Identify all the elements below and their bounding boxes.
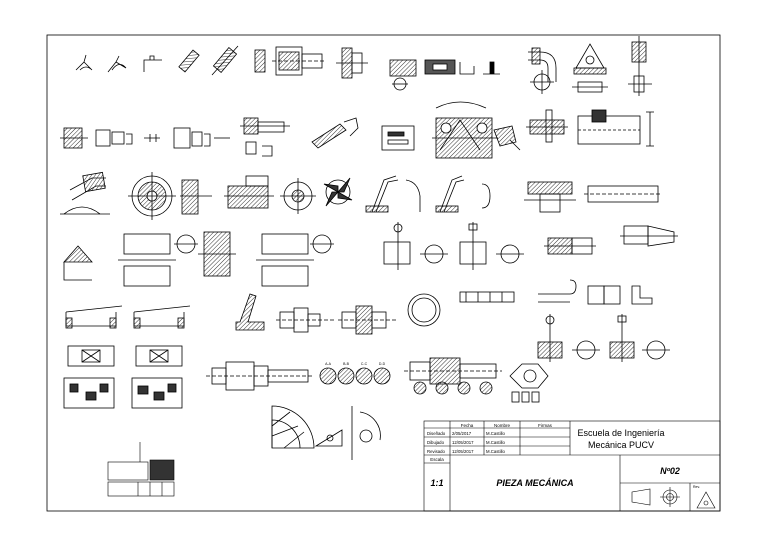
bearing-housing-row2 — [60, 127, 230, 149]
pipe-elbow-top — [528, 47, 557, 94]
row-date: 2/05/2017 — [452, 431, 472, 436]
rev-label: Rev. — [693, 485, 700, 489]
sheet-border — [46, 34, 721, 512]
scale-label: Escala — [430, 457, 444, 462]
bolt-strip — [459, 291, 515, 303]
school-line-2: Mecánica PUCV — [588, 440, 654, 450]
angled-brackets — [365, 175, 491, 213]
flange-detail — [336, 47, 368, 79]
sector-flange — [271, 405, 381, 460]
screw-clamp — [526, 109, 568, 143]
cross-shaft-detail — [537, 314, 670, 362]
beam-sections — [524, 181, 662, 213]
plate-with-slots — [381, 125, 415, 151]
cross-bolts — [383, 222, 524, 270]
valve-body — [224, 175, 316, 214]
sheet-number: Nº02 — [660, 466, 680, 476]
hatched-pins — [178, 45, 266, 76]
part-name: PIEZA MECÁNICA — [496, 478, 573, 488]
gearbox-views — [67, 345, 183, 367]
row-date: 12/05/2017 — [452, 440, 474, 445]
t-fitting — [240, 117, 290, 157]
shaft-with-sections — [404, 357, 549, 403]
school-line-1: Escuela de Ingeniería — [577, 428, 664, 438]
bracket-angled-base — [235, 293, 265, 331]
row-label: Diseñado — [427, 431, 446, 436]
wheel-hub — [128, 172, 212, 220]
hook-and-blocks — [538, 279, 653, 305]
row-name: M.Castillo — [486, 440, 505, 445]
bracket-triangle — [572, 43, 608, 93]
rail-block — [577, 109, 654, 147]
row-name: M.Castillo — [486, 431, 505, 436]
shaft-shoulders — [276, 293, 441, 335]
title-block — [423, 420, 721, 512]
vertical-clamp — [628, 36, 652, 96]
section-label-a: A-A — [325, 362, 332, 366]
pipe-bend-left — [60, 171, 110, 215]
mini-title-block — [107, 442, 175, 497]
section-label-d: D-D — [379, 362, 386, 366]
bolt-assembly — [272, 46, 326, 76]
row-name: M.Castillo — [486, 449, 505, 454]
row-date: 12/05/2017 — [452, 449, 474, 454]
section-label-b: B-B — [343, 362, 350, 366]
section-label-c: C-C — [361, 362, 368, 366]
row-label: Dibujado — [427, 440, 445, 445]
long-shaft — [206, 361, 312, 391]
assembly-icons — [63, 377, 183, 409]
section-circles-AD — [319, 367, 391, 385]
header-nombre: Nombre — [494, 423, 511, 428]
coupling-left — [63, 231, 334, 287]
angled-pin — [311, 117, 359, 149]
fan-impeller — [323, 177, 353, 207]
row-label: Revisado — [427, 449, 446, 454]
exploded-mechanism — [432, 101, 521, 159]
scale-value: 1:1 — [430, 478, 443, 488]
shaft-ends — [544, 225, 678, 255]
weld-symbols — [75, 54, 162, 73]
header-firmas: Firmas — [538, 423, 552, 428]
frame-views-left — [65, 305, 191, 329]
shaft-keys — [389, 59, 500, 91]
header-fecha: Fecha — [461, 423, 474, 428]
